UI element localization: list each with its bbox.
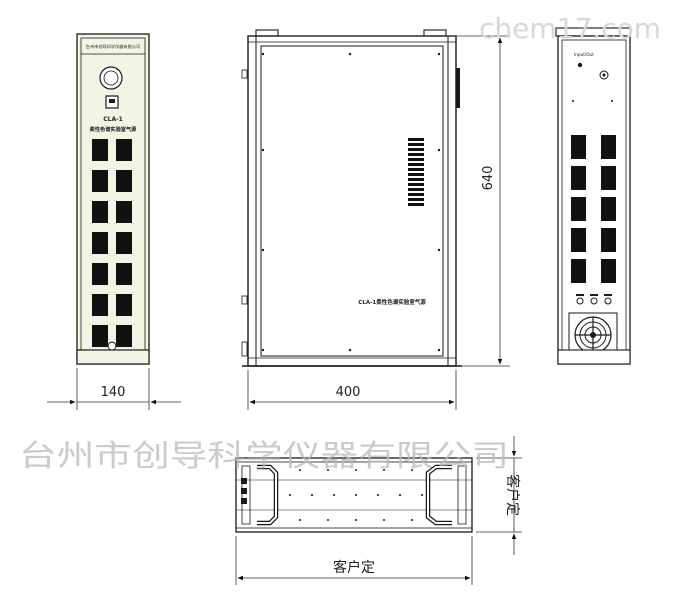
screw bbox=[411, 469, 413, 471]
dimension-400-label: 400 bbox=[336, 385, 361, 400]
screw bbox=[383, 469, 385, 471]
screw bbox=[327, 469, 329, 471]
watermark-site: chem17.com bbox=[479, 12, 661, 45]
screw bbox=[355, 519, 357, 521]
vent-slot bbox=[601, 228, 616, 252]
vent-slot bbox=[601, 259, 616, 283]
vent-slot bbox=[92, 139, 108, 161]
front-base bbox=[76, 349, 150, 365]
screw bbox=[355, 469, 357, 471]
rear-panel bbox=[557, 35, 631, 365]
dimension-depth-side: 400 bbox=[247, 370, 457, 410]
vent-slot bbox=[92, 263, 108, 285]
vent-slot bbox=[408, 203, 424, 206]
vent-slot bbox=[601, 197, 616, 221]
bottom-view bbox=[235, 457, 473, 533]
front-product-label: 柔性色谱实验室气源 bbox=[89, 125, 138, 133]
screw bbox=[399, 494, 401, 496]
screw bbox=[437, 348, 441, 352]
screw bbox=[327, 519, 329, 521]
vent-slot bbox=[116, 201, 132, 223]
dimension-bottom-depth: 客户定 bbox=[476, 436, 522, 555]
top-handle-left bbox=[255, 29, 279, 37]
side-view: CLA-1柔性色谱实验室气源 bbox=[241, 29, 462, 367]
vent-slot bbox=[408, 178, 424, 181]
vent-slot bbox=[408, 138, 424, 141]
side-enclosure bbox=[247, 35, 457, 367]
dimension-width-front: 140 bbox=[47, 368, 181, 410]
vent-slot bbox=[116, 294, 132, 316]
screw bbox=[411, 519, 413, 521]
screw bbox=[437, 148, 441, 152]
screw bbox=[261, 148, 265, 152]
side-screws bbox=[261, 52, 441, 352]
screw bbox=[289, 494, 291, 496]
side-product-label: CLA-1柔性色谱实验室气源 bbox=[358, 298, 426, 306]
front-model-label: CLA-1 bbox=[103, 116, 123, 123]
vent-slot bbox=[408, 188, 424, 191]
vent-slot bbox=[92, 294, 108, 316]
screw bbox=[377, 494, 379, 496]
screw bbox=[355, 494, 357, 496]
screw bbox=[333, 494, 335, 496]
dimension-140-label: 140 bbox=[101, 385, 126, 400]
vent-slot bbox=[601, 135, 616, 159]
vent-slot bbox=[571, 166, 586, 190]
screw bbox=[261, 52, 265, 56]
top-handle-right bbox=[423, 29, 447, 37]
vent-slot bbox=[408, 163, 424, 166]
screw bbox=[421, 494, 423, 496]
screw bbox=[311, 494, 313, 496]
screw bbox=[261, 248, 265, 252]
screw bbox=[299, 469, 301, 471]
rear-vent-grid bbox=[571, 135, 616, 283]
vent-slot bbox=[92, 201, 108, 223]
vent-slot bbox=[571, 135, 586, 159]
side-vent-strip bbox=[408, 138, 424, 206]
front-view: 台州市创导科学仪器有限公司 CLA-1 柔性色谱实验室气源 bbox=[76, 33, 150, 365]
vent-slot bbox=[116, 232, 132, 254]
dimension-640-label: 640 bbox=[481, 166, 496, 191]
vent-slot bbox=[408, 168, 424, 171]
dimension-bottom-depth-label: 客户定 bbox=[504, 474, 521, 516]
vent-slot bbox=[116, 325, 132, 347]
screw bbox=[348, 348, 352, 352]
bottom-screws bbox=[289, 469, 423, 521]
vent-slot bbox=[571, 197, 586, 221]
vent-slot bbox=[408, 173, 424, 176]
vent-slot bbox=[92, 170, 108, 192]
watermark-company: 台州市创导科学仪器有限公司 bbox=[19, 439, 509, 474]
rear-view: Input/Out bbox=[555, 27, 631, 365]
rear-top-label: Input/Out bbox=[574, 52, 594, 57]
front-vent-grid bbox=[92, 139, 132, 347]
vent-slot bbox=[408, 193, 424, 196]
screw bbox=[437, 52, 441, 56]
vent-slot bbox=[408, 183, 424, 186]
vent-slot bbox=[92, 325, 108, 347]
dimension-height-side: 640 bbox=[446, 35, 510, 367]
vent-slot bbox=[408, 143, 424, 146]
knob-icon[interactable] bbox=[99, 66, 123, 90]
vent-slot bbox=[408, 153, 424, 156]
vent-slot bbox=[601, 166, 616, 190]
screw bbox=[348, 52, 352, 56]
screw bbox=[437, 248, 441, 252]
screw bbox=[383, 519, 385, 521]
screw bbox=[299, 519, 301, 521]
vent-slot bbox=[116, 263, 132, 285]
vent-slot bbox=[116, 170, 132, 192]
vent-slot bbox=[571, 259, 586, 283]
vent-slot bbox=[92, 232, 108, 254]
vent-slot bbox=[408, 148, 424, 151]
dimension-bottom-width-label: 客户定 bbox=[333, 559, 375, 576]
screw bbox=[261, 348, 265, 352]
vent-slot bbox=[408, 158, 424, 161]
vent-slot bbox=[408, 198, 424, 201]
vent-slot bbox=[116, 139, 132, 161]
front-panel-header: 台州市创导科学仪器有限公司 bbox=[86, 43, 140, 50]
vent-slot bbox=[571, 228, 586, 252]
dimension-bottom-width: 客户定 bbox=[235, 536, 473, 585]
